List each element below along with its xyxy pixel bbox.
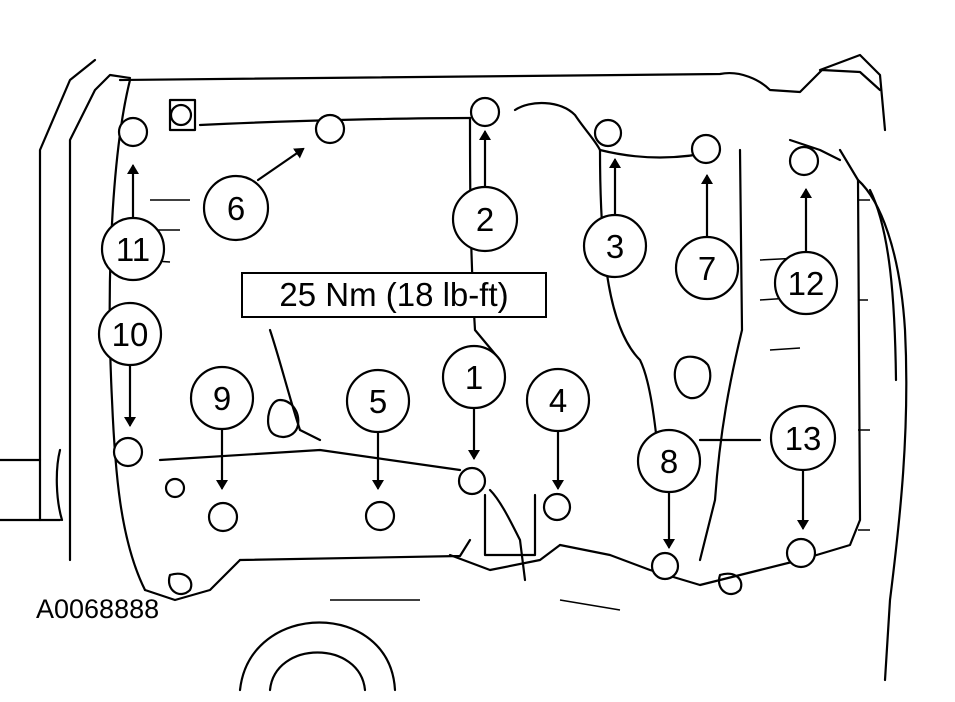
engine-block-outline: [0, 53, 908, 692]
callout-10: 10: [97, 301, 163, 367]
callout-8: 8: [636, 428, 702, 494]
bolt-4: [542, 492, 572, 522]
callout-10-text: 10: [112, 316, 149, 353]
bolt-5: [364, 500, 396, 532]
bolt-3: [593, 118, 623, 148]
bolt-1: [457, 466, 487, 496]
torque-spec-label: 25 Nm (18 lb-ft): [241, 272, 547, 318]
callout-12-text: 12: [788, 265, 825, 302]
bolt-7: [690, 133, 722, 165]
bolt-10: [112, 436, 144, 468]
callout-7-text: 7: [698, 250, 716, 287]
callout-1: 1: [441, 344, 507, 410]
callout-4: 4: [525, 367, 591, 433]
bolt-2: [469, 96, 501, 128]
callout-8-text: 8: [660, 443, 678, 480]
callout-1-text: 1: [465, 359, 483, 396]
callout-3-text: 3: [606, 228, 624, 265]
callout-13-text: 13: [785, 420, 822, 457]
bolt-9: [207, 501, 239, 533]
callout-13: 13: [769, 404, 837, 472]
callout-11: 11: [100, 216, 166, 282]
figure-id: A0068888: [36, 594, 160, 624]
bolt-8: [650, 551, 680, 581]
callout-2-text: 2: [476, 201, 494, 238]
bolt-extra: [164, 477, 186, 499]
callout-6-text: 6: [227, 190, 245, 227]
callout-5-text: 5: [369, 383, 387, 420]
bolt-heads: [112, 96, 820, 581]
bolt-extra: [169, 103, 193, 127]
bolt-11: [117, 116, 149, 148]
bolt-12: [788, 145, 820, 177]
callout-2: 2: [451, 185, 519, 253]
callout-11-text: 11: [116, 231, 150, 268]
callout-arrows: [124, 130, 812, 549]
callout-6: 6: [202, 174, 270, 242]
callout-3: 3: [582, 213, 648, 279]
callout-9-text: 9: [213, 380, 231, 417]
callout-4-text: 4: [549, 382, 567, 419]
arrow-6: [256, 147, 305, 182]
callout-7: 7: [674, 235, 740, 301]
bolt-13: [785, 537, 817, 569]
callout-labels: 11 6 2 3 7 12 10 9: [97, 174, 839, 494]
callout-9: 9: [189, 365, 255, 431]
bolt-6: [314, 113, 346, 145]
callout-12: 12: [773, 250, 839, 316]
callout-5: 5: [345, 368, 411, 434]
